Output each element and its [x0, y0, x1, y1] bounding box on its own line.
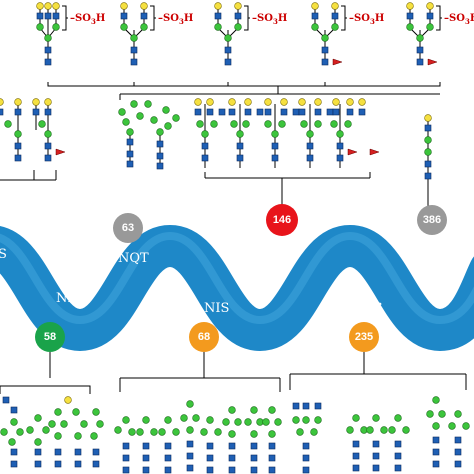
glycan-sulfated-4	[311, 2, 343, 66]
glycan-sulfated-2	[120, 2, 148, 66]
glycan-group-68	[114, 400, 282, 474]
site-58: 58	[35, 322, 65, 352]
motif-label-ngs: NGS	[352, 301, 383, 316]
bottom-glycans-row	[0, 352, 470, 474]
glycan-ngt-cluster	[194, 98, 380, 210]
svg-text:68: 68	[198, 331, 210, 343]
top-row-bracket	[47, 82, 441, 87]
svg-text:58: 58	[44, 331, 56, 343]
glycan-middle-cluster	[118, 100, 180, 170]
site-markers: 63 146 386 58 68 235	[35, 200, 447, 352]
glycan-sulfated-5	[406, 2, 438, 66]
sulfated-glycans-row: –SO3H –SO3H	[36, 2, 474, 94]
svg-text:146: 146	[273, 214, 291, 226]
motif-label-nfs: NFS	[422, 247, 451, 262]
site-235: 235	[349, 322, 379, 352]
sulfate-label-3: –SO3H	[252, 13, 287, 26]
sulfate-label-2: –SO3H	[158, 13, 193, 26]
svg-text:386: 386	[423, 214, 441, 226]
sulfate-label-1: –SO3H	[70, 13, 105, 26]
glycan-group-58	[0, 396, 104, 468]
site-63: 63	[113, 213, 143, 243]
svg-text:63: 63	[122, 222, 134, 234]
complex-glycans-row	[0, 93, 440, 210]
sulfate-label-4: –SO3H	[349, 13, 384, 26]
site-386: 386	[417, 200, 447, 235]
motif-label-nis: NIS	[204, 301, 229, 316]
svg-text:235: 235	[355, 331, 373, 343]
protein-backbone: S NQT NGT NFS NNT NIS NGS	[0, 224, 474, 352]
motif-label-s: S	[0, 247, 7, 262]
sulfate-label-5: –SO3H	[444, 13, 474, 26]
motif-label-nnt: NNT	[56, 291, 88, 306]
site-68: 68	[189, 322, 219, 352]
glycan-group-235	[292, 396, 470, 474]
motif-label-nqt: NQT	[118, 251, 149, 266]
glycan-left-cluster	[0, 98, 66, 181]
glycan-sulfated-1	[36, 2, 60, 66]
site-146: 146	[266, 204, 298, 236]
glycan-nfs	[424, 114, 432, 200]
motif-label-ngt: NGT	[262, 239, 293, 254]
glycan-sulfated-3	[214, 2, 242, 66]
backbone-wave	[0, 224, 474, 352]
